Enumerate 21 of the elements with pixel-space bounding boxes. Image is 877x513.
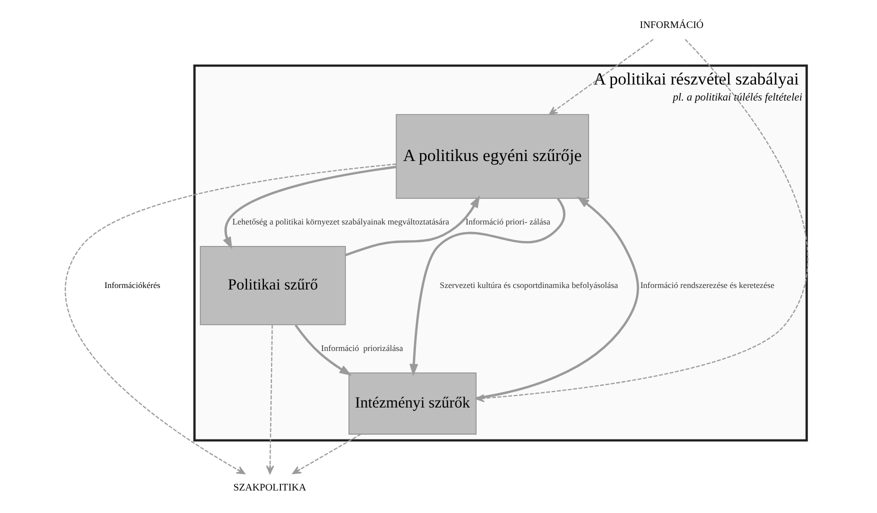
node-box: A politikus egyéni szűrője: [395, 114, 589, 199]
arrow: [64, 164, 396, 474]
edge-label: Információ priorizálása: [320, 343, 402, 354]
arrow: [476, 196, 639, 400]
label: Információkérés: [104, 280, 160, 290]
node-text: SZAKPOLITIKA: [232, 482, 306, 494]
edge-label: Információ priori- zálása: [465, 216, 550, 227]
arrow: [344, 195, 480, 256]
node-box: Politikai szűrő: [199, 246, 346, 326]
node-box: Intézményi szűrők: [348, 372, 476, 435]
edge-label: Információ rendszerezése és keretezése: [640, 280, 774, 290]
node-text: INFORMÁCIÓ: [639, 20, 704, 31]
arrow: [294, 324, 352, 376]
edge-label: Lehetőség a politikai környezet szabályainak megváltoztatására: [232, 216, 449, 227]
arrow: [548, 38, 654, 115]
arrow: [266, 324, 274, 474]
arrow: [222, 166, 396, 250]
arrow: [408, 198, 565, 376]
edge-label: Szervezeti kultúra és csoportdinamika befolyásolása: [439, 280, 618, 290]
arrow: [292, 434, 361, 474]
arrow: [475, 39, 808, 402]
